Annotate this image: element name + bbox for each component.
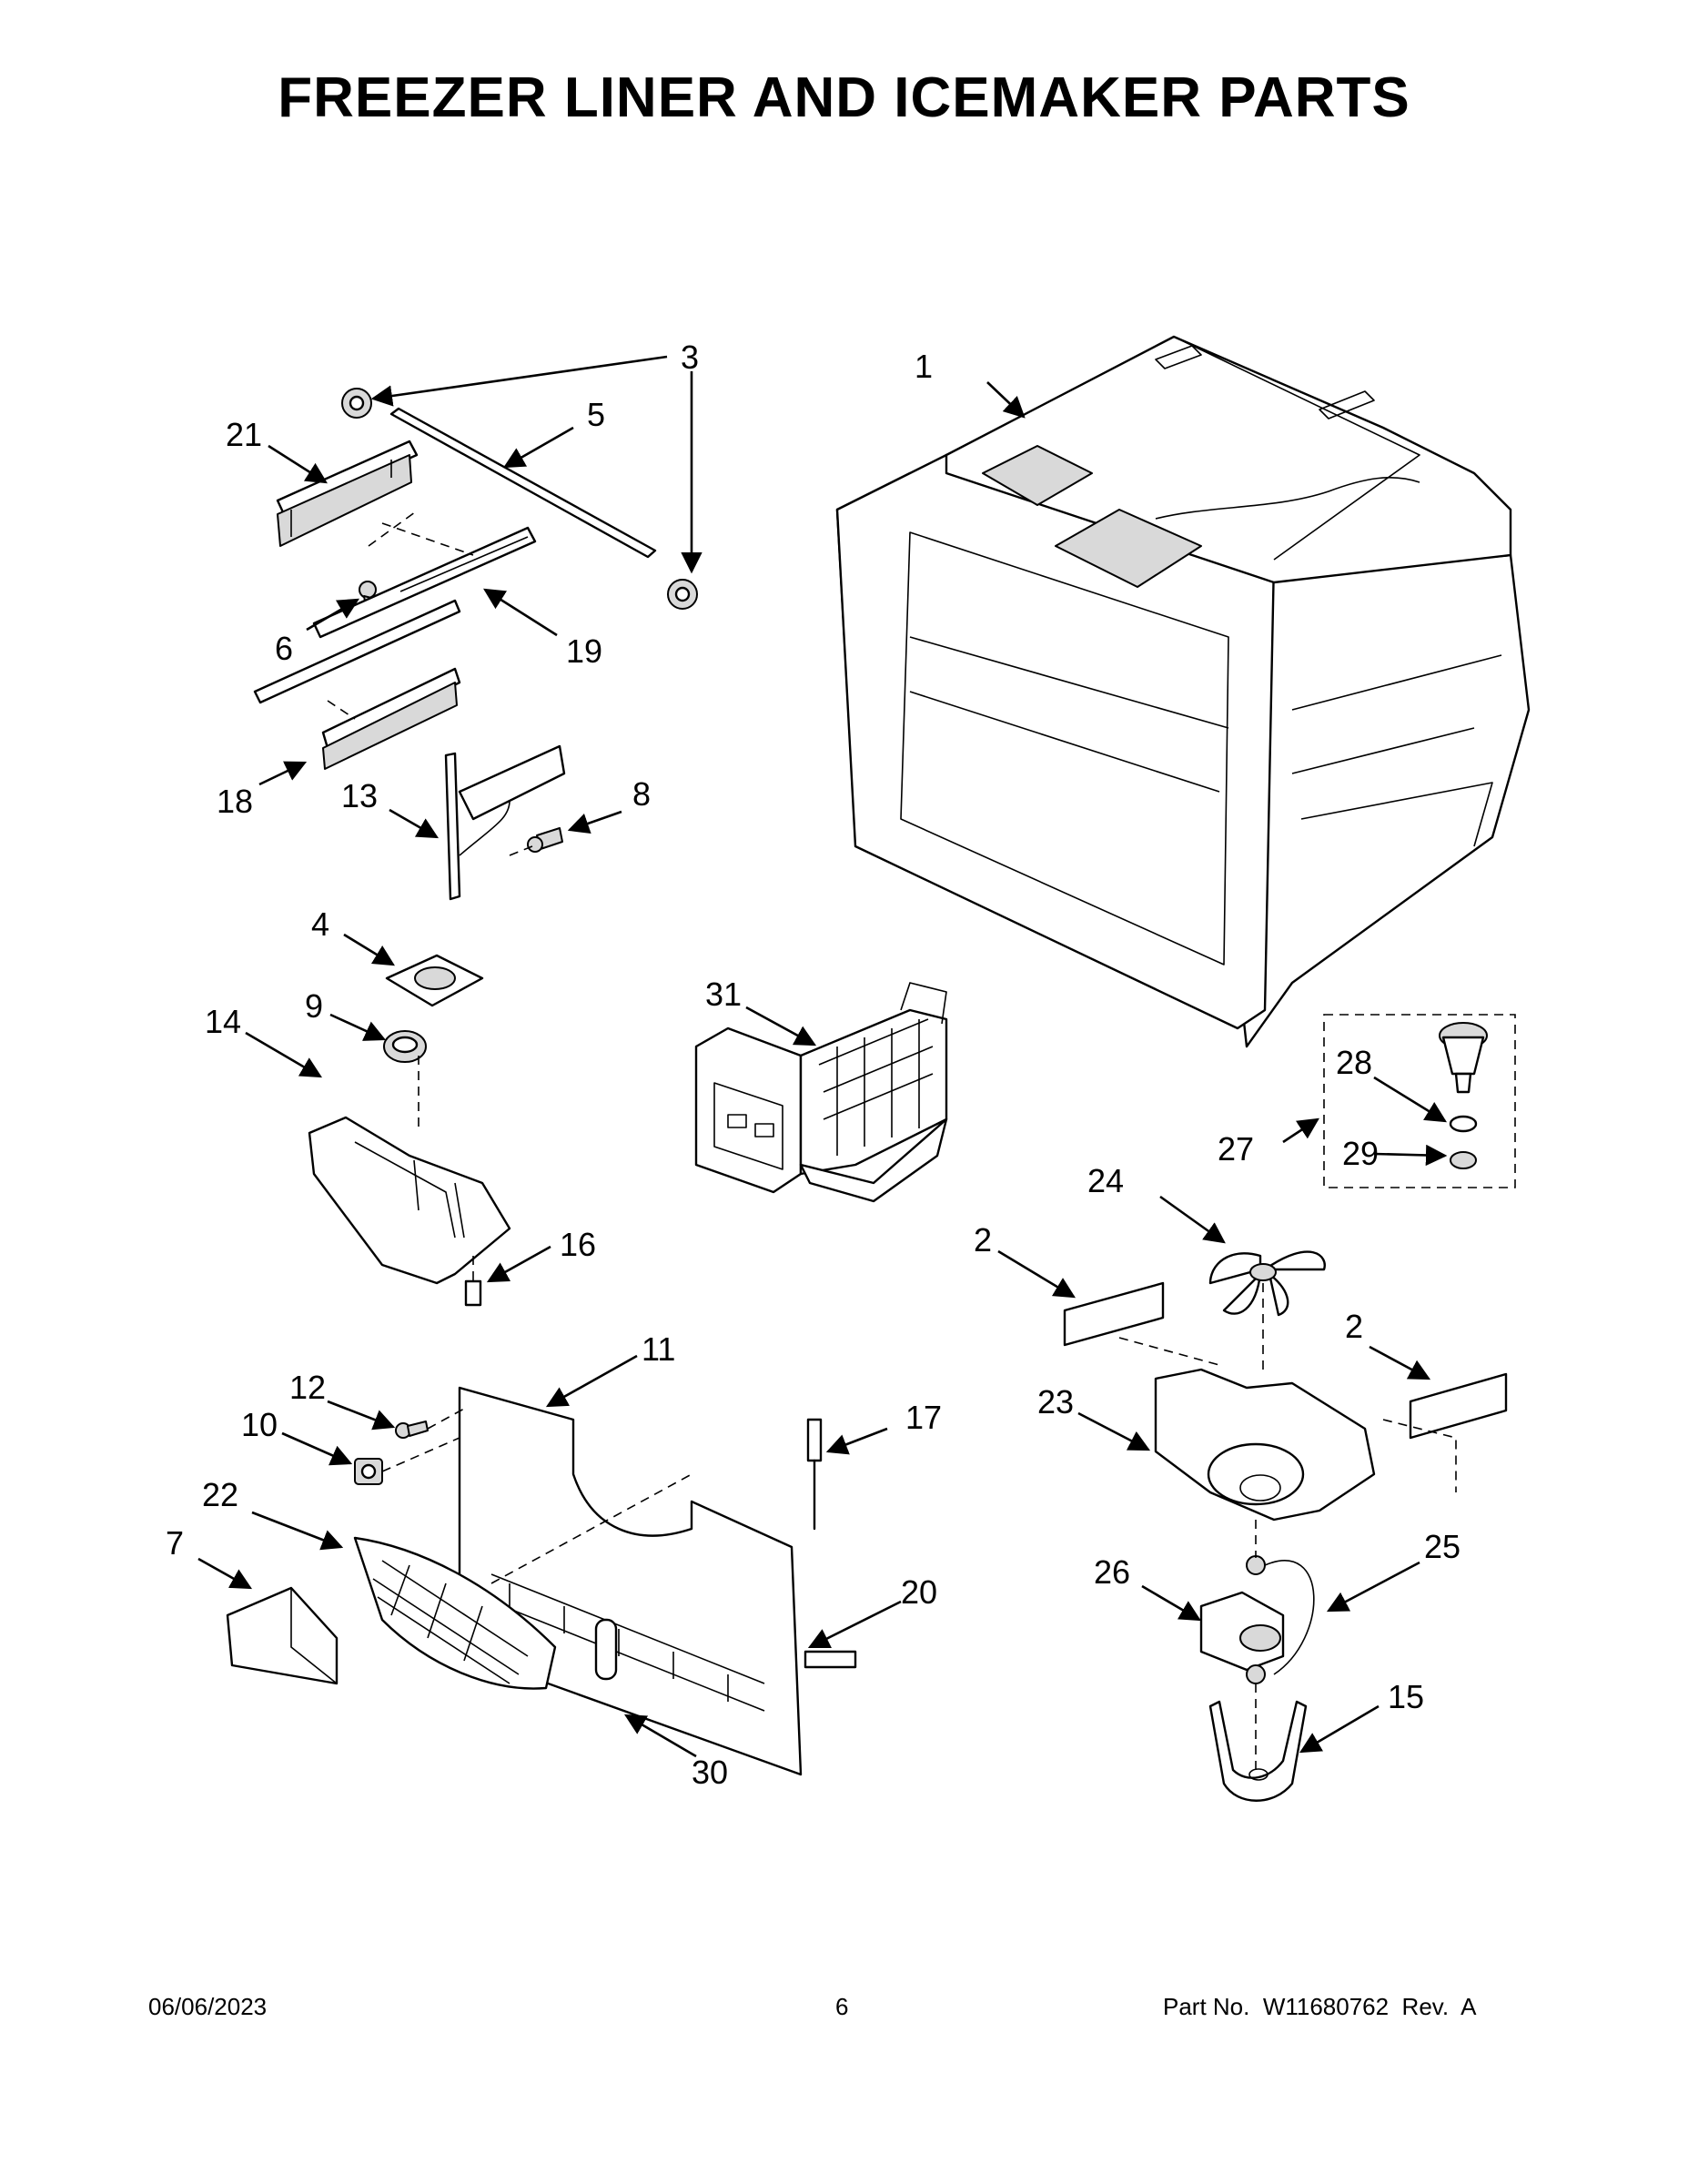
callout-1: 1 <box>915 348 933 385</box>
callout-15: 15 <box>1388 1678 1424 1715</box>
freezer-liner <box>835 335 1531 1048</box>
callout-8: 8 <box>632 775 651 813</box>
part-10 <box>354 1458 383 1485</box>
callout-22: 22 <box>202 1476 238 1513</box>
callout-12: 12 <box>289 1369 326 1406</box>
callout-5: 5 <box>587 396 605 433</box>
valve-group-27 <box>1323 1014 1516 1188</box>
rail-18 <box>321 667 461 770</box>
callout-18: 18 <box>217 783 253 820</box>
part-9 <box>383 1030 427 1063</box>
part-30 <box>594 1618 618 1681</box>
callout-28: 28 <box>1336 1044 1372 1081</box>
footer-part-number: Part No. W11680762 Rev. A <box>1163 1993 1477 2020</box>
callout-21: 21 <box>226 416 262 453</box>
switch-16 <box>464 1279 482 1307</box>
leader-arrows <box>197 355 1448 1758</box>
part-4 <box>385 954 484 1007</box>
slide-rail-19 <box>253 526 537 704</box>
callout-16: 16 <box>560 1226 596 1263</box>
callout-25: 25 <box>1424 1528 1461 1565</box>
callout-30: 30 <box>692 1754 728 1791</box>
page-title: FREEZER LINER AND ICEMAKER PARTS <box>278 66 1410 129</box>
callout-7: 7 <box>166 1524 184 1562</box>
screw-8 <box>527 827 563 853</box>
callout-6: 6 <box>275 630 293 667</box>
callout-20: 20 <box>901 1573 937 1611</box>
fan-housing-23 <box>1154 1368 1376 1522</box>
footer-date: 06/06/2023 <box>148 1993 268 2020</box>
callout-10: 10 <box>241 1406 278 1443</box>
alignment-lines <box>327 509 1457 1770</box>
strip-20 <box>804 1650 857 1669</box>
fan-motor-26 <box>1199 1555 1315 1684</box>
callout-11: 11 <box>642 1330 675 1368</box>
callout-24: 24 <box>1087 1162 1124 1199</box>
fan-blade-24 <box>1208 1250 1326 1317</box>
cover-7 <box>226 1586 339 1685</box>
grille-22 <box>353 1536 557 1690</box>
callout-2-right: 2 <box>1345 1308 1363 1345</box>
footer-page-number: 6 <box>835 1993 849 2020</box>
callout-4: 4 <box>311 905 329 943</box>
callout-19: 19 <box>566 632 602 670</box>
callout-17: 17 <box>905 1399 942 1436</box>
callout-14: 14 <box>205 1003 241 1040</box>
callout-26: 26 <box>1094 1553 1130 1591</box>
callout-29: 29 <box>1342 1135 1379 1172</box>
callout-23: 23 <box>1037 1383 1074 1421</box>
pad-left <box>1063 1281 1165 1347</box>
gear-top <box>341 388 372 419</box>
probe-17 <box>806 1418 823 1531</box>
callout-labels: 1 2 2 3 4 5 6 7 8 9 10 11 12 13 14 15 16… <box>166 339 1461 1791</box>
pad-right <box>1409 1372 1508 1440</box>
chute-14 <box>308 1116 511 1285</box>
motor-bracket-15 <box>1208 1700 1308 1802</box>
bracket-21 <box>276 440 419 547</box>
bracket-13 <box>444 744 566 901</box>
callout-13: 13 <box>341 777 378 814</box>
callout-9: 9 <box>305 987 323 1025</box>
screw-12 <box>395 1421 429 1439</box>
icemaker-assembly <box>694 982 948 1203</box>
gear-right <box>667 579 698 610</box>
callout-3: 3 <box>681 339 699 376</box>
shaft <box>389 407 657 559</box>
callout-2-left: 2 <box>974 1221 992 1259</box>
callout-27: 27 <box>1218 1130 1254 1168</box>
callout-31: 31 <box>705 976 742 1013</box>
